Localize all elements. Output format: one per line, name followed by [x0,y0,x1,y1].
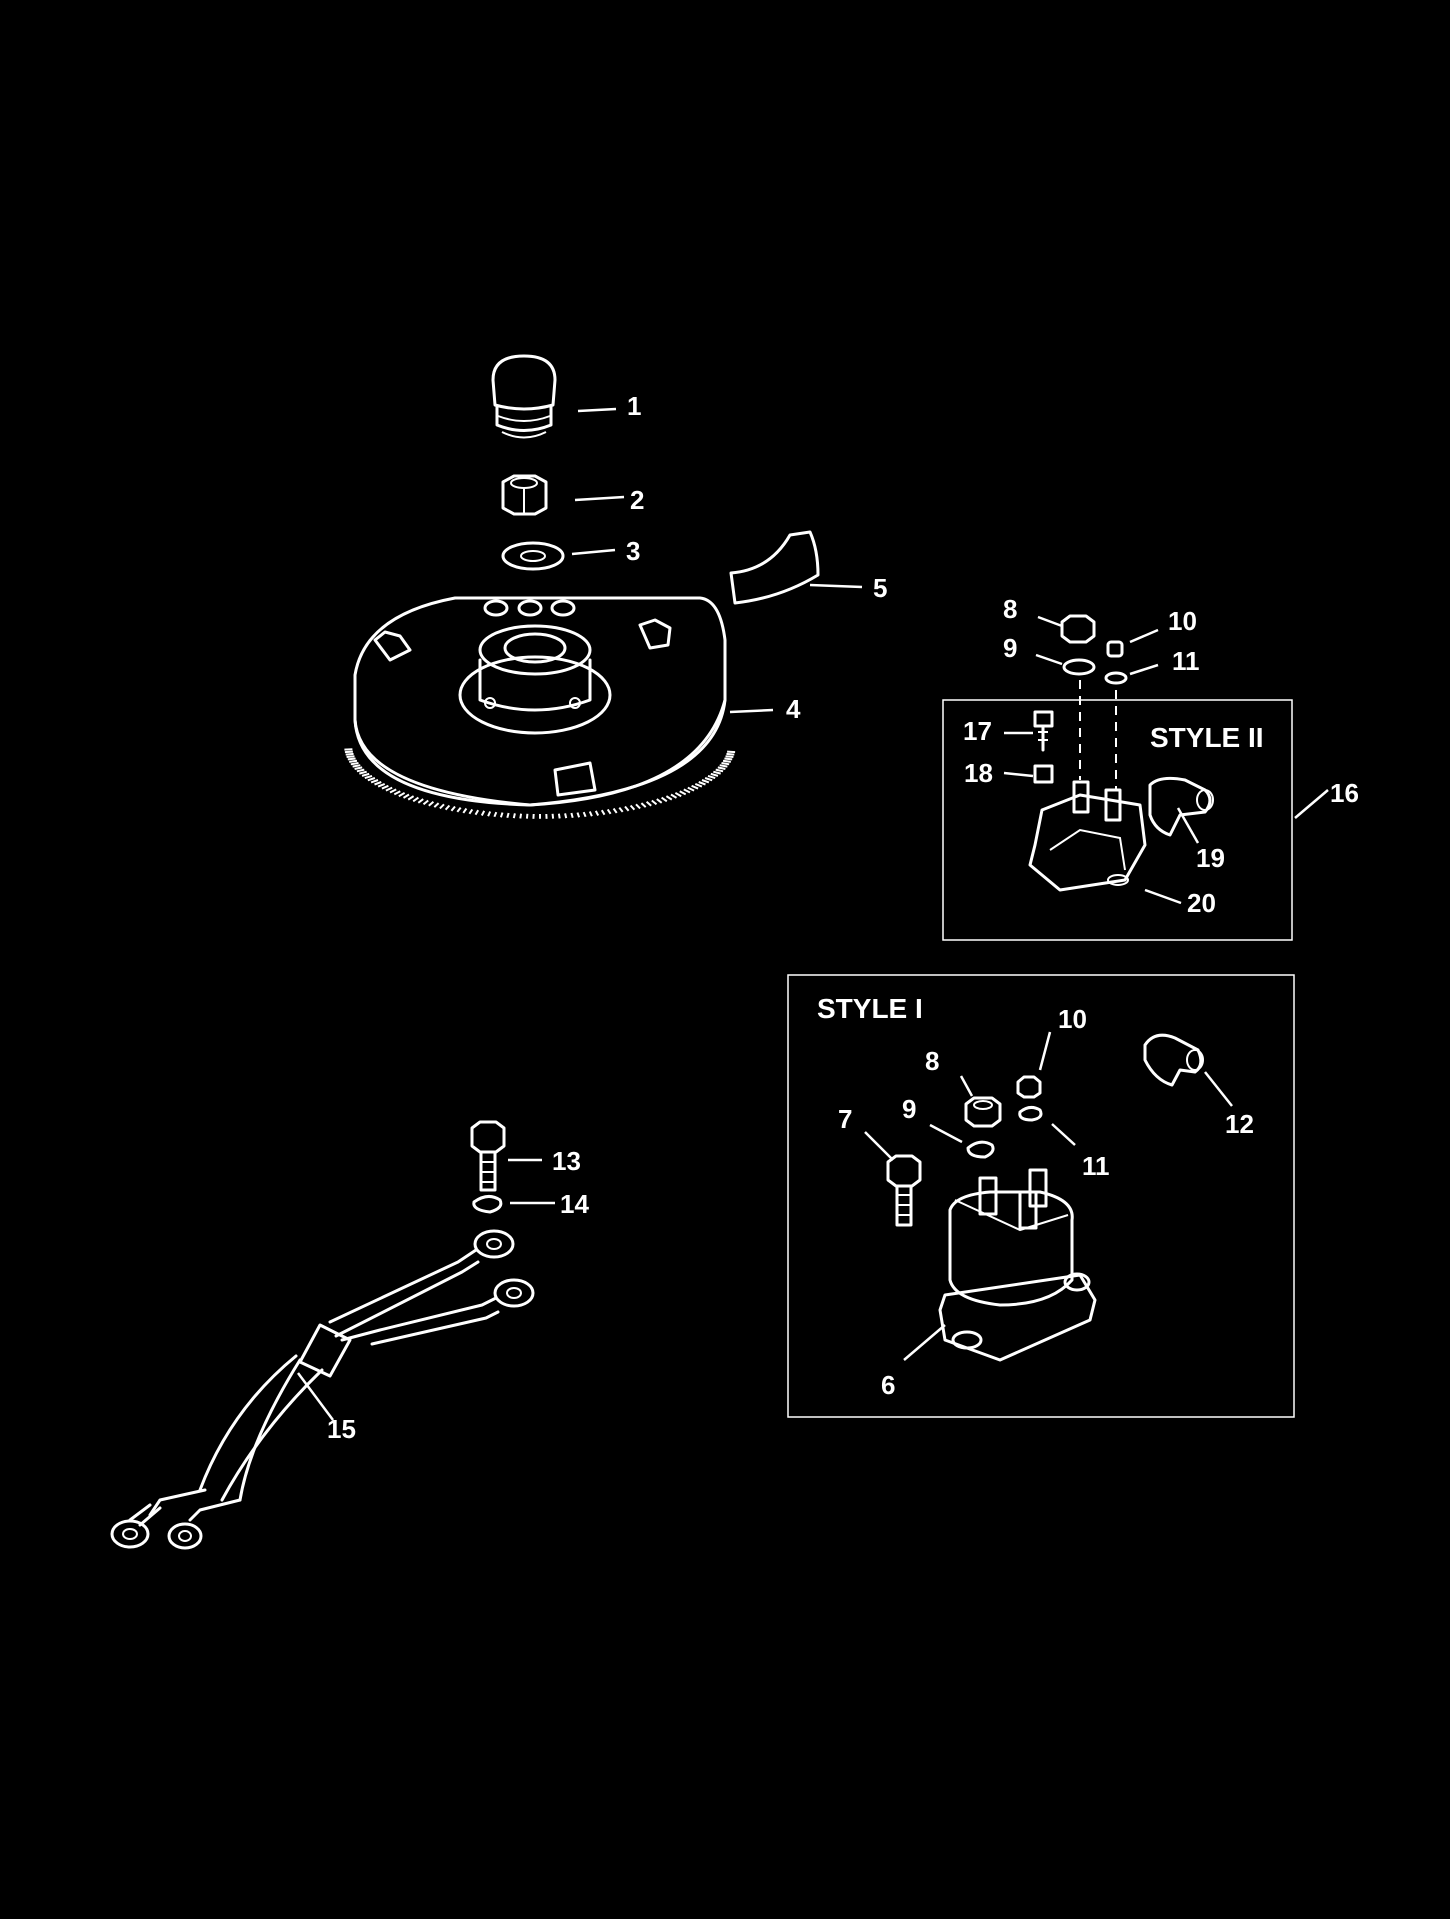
callout-1: 1 [627,391,641,421]
style-ii-hardware [1060,614,1128,790]
callout-11-style-ii: 11 [1172,646,1200,676]
callout-15: 15 [327,1414,356,1444]
leader-lines [296,407,1329,1421]
callout-7: 7 [838,1104,852,1134]
style-i-hardware [886,1033,1204,1227]
callout-8-style-i: 8 [925,1046,939,1076]
callout-5: 5 [873,573,887,603]
callout-11-style-i: 11 [1082,1151,1110,1181]
part-14-washer [472,1195,503,1214]
style-i-solenoid [938,1168,1097,1362]
part-5-magnet [729,530,820,605]
callout-9-style-i: 9 [902,1094,916,1124]
callout-9-style-ii: 9 [1003,633,1017,663]
callout-14: 14 [560,1189,589,1219]
part-1-cap [491,354,557,439]
part-13-bolt [470,1120,506,1192]
callout-8-style-ii: 8 [1003,594,1017,624]
callout-12: 12 [1225,1109,1254,1139]
callout-6: 6 [881,1370,895,1400]
callout-10-style-ii: 10 [1168,606,1197,636]
callout-19: 19 [1196,843,1225,873]
callout-16: 16 [1330,778,1359,808]
callout-2: 2 [630,485,644,515]
callout-10-style-i: 10 [1058,1004,1087,1034]
style-i-title: STYLE I [817,993,923,1024]
callout-13: 13 [552,1146,581,1176]
part-15-cable [110,1229,535,1550]
part-2-nut [501,474,548,516]
callout-3: 3 [626,536,640,566]
style-ii-box [942,699,1293,941]
callout-18: 18 [964,758,993,788]
style-i-box [787,974,1295,1418]
style-ii-title: STYLE II [1150,722,1264,753]
callouts: 1 2 3 5 4 8 10 9 11 STYLE II 17 18 16 19… [327,391,1359,1444]
part-3-washer [501,541,565,571]
callout-4: 4 [786,694,801,724]
part-4-flywheel [344,596,736,819]
callout-17: 17 [963,716,992,746]
style-ii-solenoid [1028,710,1214,892]
callout-20: 20 [1187,888,1216,918]
